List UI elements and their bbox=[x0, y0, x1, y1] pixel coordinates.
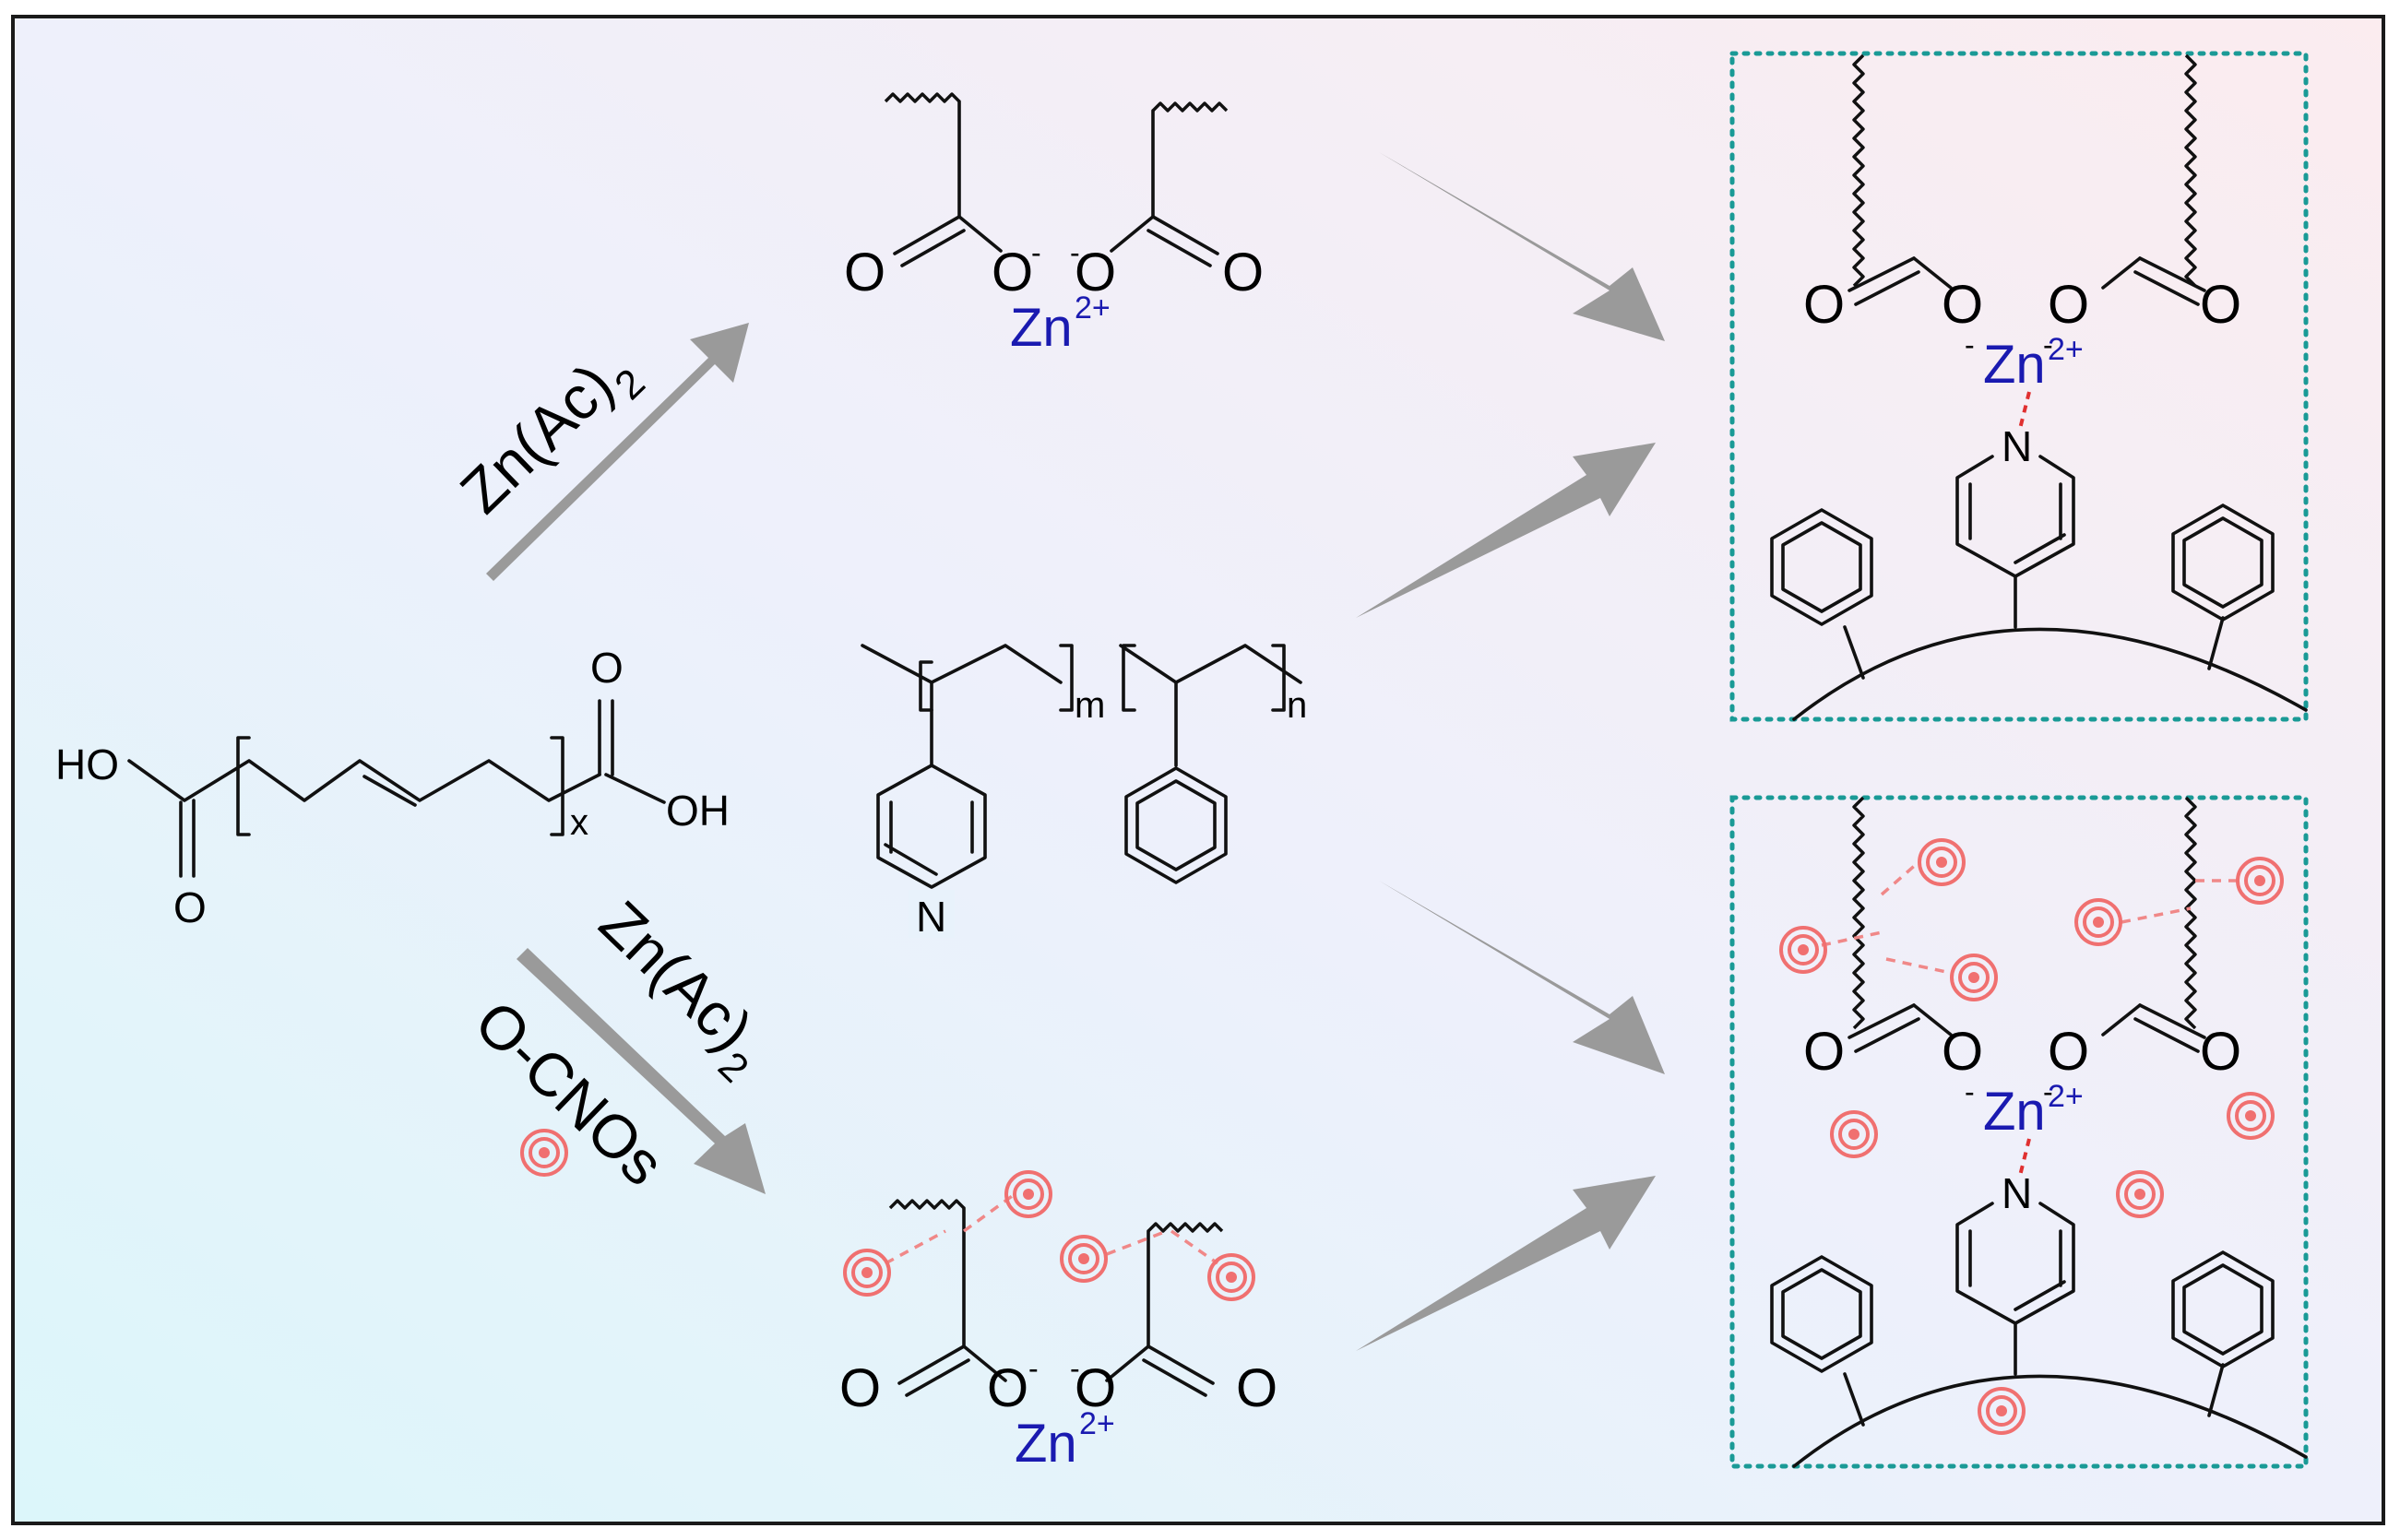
assembly-box bbox=[1729, 795, 2309, 1469]
nitrogen-label: N bbox=[916, 893, 946, 941]
oh-label: OH bbox=[666, 787, 730, 835]
oxygen-label: O bbox=[1942, 1022, 1983, 1082]
charge-minus: - bbox=[1031, 236, 1041, 269]
cno-particle bbox=[1060, 1235, 1108, 1283]
dicarboxylic-polymer: HO O x O OH bbox=[55, 644, 730, 931]
oxygen-label: O bbox=[992, 243, 1033, 302]
assembly-without-cnos: O O - - O O Zn 2+ N bbox=[1729, 51, 2309, 722]
cno-particle bbox=[1918, 838, 1966, 886]
coordination-bond bbox=[2018, 391, 2031, 430]
zinc-ion-label: Zn bbox=[1983, 1082, 2046, 1142]
charge-minus: - bbox=[2043, 1075, 2053, 1108]
cno-particle bbox=[2227, 1092, 2275, 1140]
oxygen-label: O bbox=[844, 243, 885, 302]
cno-particle bbox=[1779, 926, 1827, 974]
charge-minus: - bbox=[1965, 328, 1975, 361]
oxygen-label: O bbox=[1075, 1358, 1116, 1418]
subscript-x: x bbox=[570, 802, 588, 843]
oxygen-label: O bbox=[1803, 1022, 1845, 1082]
oxygen-label: O bbox=[2048, 1022, 2089, 1082]
cno-particle bbox=[2236, 857, 2284, 905]
charge-minus: - bbox=[2043, 328, 2053, 361]
p4vp-ps-copolymer: m n N bbox=[861, 644, 1307, 941]
zinc-charge-label: 2+ bbox=[1079, 1406, 1115, 1441]
cno-particle bbox=[1978, 1387, 2026, 1435]
charge-minus: - bbox=[1965, 1075, 1975, 1108]
oxygen-label: O bbox=[1803, 275, 1845, 335]
cno-legend-icon bbox=[520, 1129, 568, 1177]
oxygen-label: O bbox=[173, 883, 207, 931]
subscript-n: n bbox=[1287, 685, 1307, 726]
oxygen-label: O bbox=[987, 1358, 1028, 1418]
coordination-bond bbox=[2018, 1138, 2031, 1177]
assembly-box bbox=[1729, 51, 2309, 722]
zinc-carboxylate-cnos-complex: O O - - O O Zn 2+ bbox=[839, 1170, 1277, 1474]
nitrogen-label: N bbox=[2002, 1169, 2032, 1217]
oxygen-label: O bbox=[839, 1358, 881, 1418]
zinc-charge-label: 2+ bbox=[1075, 290, 1111, 326]
cno-particle bbox=[1004, 1170, 1052, 1218]
zinc-charge-label: 2+ bbox=[2048, 1079, 2084, 1114]
zinc-ion-label: Zn bbox=[1010, 298, 1073, 358]
cno-particle bbox=[2074, 898, 2122, 946]
oxygen-label: O bbox=[1942, 275, 1983, 335]
oxygen-label: O bbox=[2200, 275, 2241, 335]
oxygen-label: O bbox=[590, 644, 624, 692]
zinc-charge-label: 2+ bbox=[2048, 332, 2084, 367]
process-arrows bbox=[1356, 152, 1665, 1351]
charge-minus: - bbox=[1070, 236, 1080, 269]
cno-particle bbox=[1207, 1253, 1255, 1301]
cno-particle bbox=[843, 1249, 891, 1297]
oxygen-label: O bbox=[2200, 1022, 2241, 1082]
zinc-carboxylate-complex: O O - - O O Zn 2+ bbox=[844, 92, 1264, 358]
oxygen-label: O bbox=[2048, 275, 2089, 335]
oxygen-label: O bbox=[1236, 1358, 1277, 1418]
zinc-ion-label: Zn bbox=[1983, 335, 2046, 395]
cno-particle bbox=[2116, 1170, 2164, 1218]
charge-minus: - bbox=[1028, 1352, 1039, 1385]
zinc-ion-label: Zn bbox=[1015, 1414, 1077, 1474]
oxygen-label: O bbox=[1075, 243, 1116, 302]
subscript-m: m bbox=[1075, 685, 1105, 726]
nitrogen-label: N bbox=[2002, 422, 2032, 470]
oxygen-label: O bbox=[1222, 243, 1264, 302]
assembly-with-cnos: O O - - O O Zn 2+ N bbox=[1729, 795, 2309, 1469]
ho-label: HO bbox=[55, 740, 119, 788]
cno-particle bbox=[1830, 1110, 1878, 1158]
diagram-background bbox=[11, 15, 2385, 1525]
cno-particle bbox=[1950, 954, 1998, 1001]
charge-minus: - bbox=[1070, 1352, 1080, 1385]
